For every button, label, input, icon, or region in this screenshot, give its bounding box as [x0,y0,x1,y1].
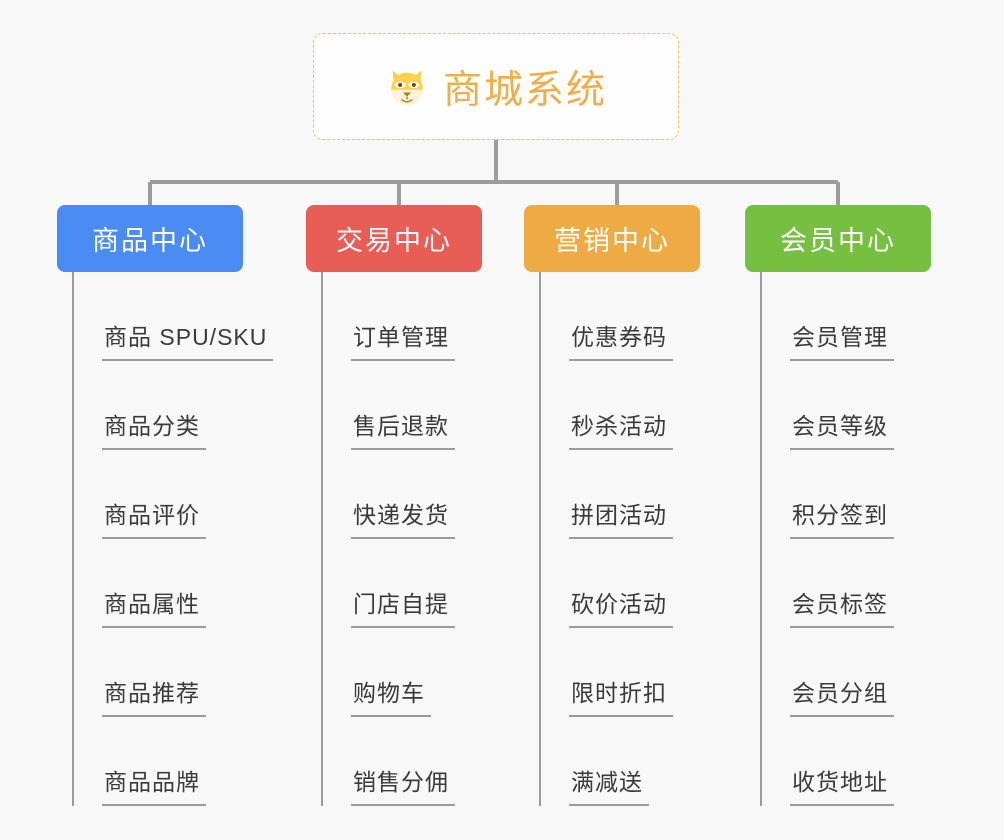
category-label-marketing: 营销中心 [554,226,670,256]
list-item[interactable]: 会员管理 [762,272,931,361]
leaf-label: 会员分组 [790,674,894,717]
leaf-label: 商品推荐 [102,674,206,717]
branch-column-marketing: 营销中心 优惠券码 秒杀活动 拼团活动 砍价活动 限时折扣 [524,205,700,806]
branch-column-trade: 交易中心 订单管理 售后退款 快递发货 门店自提 购物车 [306,205,482,806]
list-item[interactable]: 拼团活动 [541,450,700,539]
leaf-label: 秒杀活动 [569,407,673,450]
list-item[interactable]: 收货地址 [762,717,931,806]
leaf-label: 拼团活动 [569,496,673,539]
list-item[interactable]: 秒杀活动 [541,361,700,450]
leaf-label: 限时折扣 [569,674,673,717]
list-item[interactable]: 销售分佣 [323,717,482,806]
leaf-label: 销售分佣 [351,763,455,806]
leaf-label: 积分签到 [790,496,894,539]
leaf-label: 会员管理 [790,318,894,361]
leaf-list-product: 商品 SPU/SKU 商品分类 商品评价 商品属性 商品推荐 商品品牌 [72,272,274,806]
leaf-label: 商品品牌 [102,763,206,806]
leaf-label: 满减送 [569,763,649,806]
list-item[interactable]: 会员标签 [762,539,931,628]
list-item[interactable]: 会员分组 [762,628,931,717]
branch-column-member: 会员中心 会员管理 会员等级 积分签到 会员标签 会员分组 [745,205,931,806]
list-item[interactable]: 商品评价 [74,450,273,539]
leaf-label: 快递发货 [351,496,455,539]
list-item[interactable]: 积分签到 [762,450,931,539]
category-label-member: 会员中心 [780,226,896,256]
dog-face-icon [385,65,429,109]
leaf-label: 商品分类 [102,407,206,450]
list-item[interactable]: 售后退款 [323,361,482,450]
leaf-label: 商品评价 [102,496,206,539]
list-item[interactable]: 会员等级 [762,361,931,450]
list-item[interactable]: 商品属性 [74,539,273,628]
list-item[interactable]: 购物车 [323,628,482,717]
leaf-label: 会员等级 [790,407,894,450]
category-box-marketing[interactable]: 营销中心 [524,205,700,272]
leaf-label: 优惠券码 [569,318,673,361]
category-label-product: 商品中心 [92,226,208,256]
list-item[interactable]: 优惠券码 [541,272,700,361]
list-item[interactable]: 快递发货 [323,450,482,539]
list-item[interactable]: 商品推荐 [74,628,273,717]
category-label-trade: 交易中心 [336,226,452,256]
list-item[interactable]: 商品 SPU/SKU [74,272,274,361]
leaf-label: 售后退款 [351,407,455,450]
leaf-label: 订单管理 [351,318,455,361]
list-item[interactable]: 限时折扣 [541,628,700,717]
leaf-label: 砍价活动 [569,585,673,628]
list-item[interactable]: 商品分类 [74,361,273,450]
leaf-list-member: 会员管理 会员等级 积分签到 会员标签 会员分组 收货地址 [760,272,931,806]
leaf-label: 购物车 [351,674,431,717]
leaf-list-trade: 订单管理 售后退款 快递发货 门店自提 购物车 销售分佣 [321,272,482,806]
root-node[interactable]: 商城系统 [313,33,679,140]
category-box-product[interactable]: 商品中心 [57,205,243,272]
list-item[interactable]: 砍价活动 [541,539,700,628]
list-item[interactable]: 门店自提 [323,539,482,628]
list-item[interactable]: 满减送 [541,717,700,806]
branch-column-product: 商品中心 商品 SPU/SKU 商品分类 商品评价 商品属性 商品推荐 [57,205,274,806]
leaf-label: 商品属性 [102,585,206,628]
list-item[interactable]: 订单管理 [323,272,482,361]
leaf-label: 收货地址 [790,763,894,806]
leaf-label: 商品 SPU/SKU [102,318,274,361]
leaf-list-marketing: 优惠券码 秒杀活动 拼团活动 砍价活动 限时折扣 满减送 [539,272,700,806]
category-box-member[interactable]: 会员中心 [745,205,931,272]
leaf-label: 门店自提 [351,585,455,628]
root-title: 商城系统 [442,68,607,112]
leaf-label: 会员标签 [790,585,894,628]
category-box-trade[interactable]: 交易中心 [306,205,482,272]
list-item[interactable]: 商品品牌 [74,717,273,806]
